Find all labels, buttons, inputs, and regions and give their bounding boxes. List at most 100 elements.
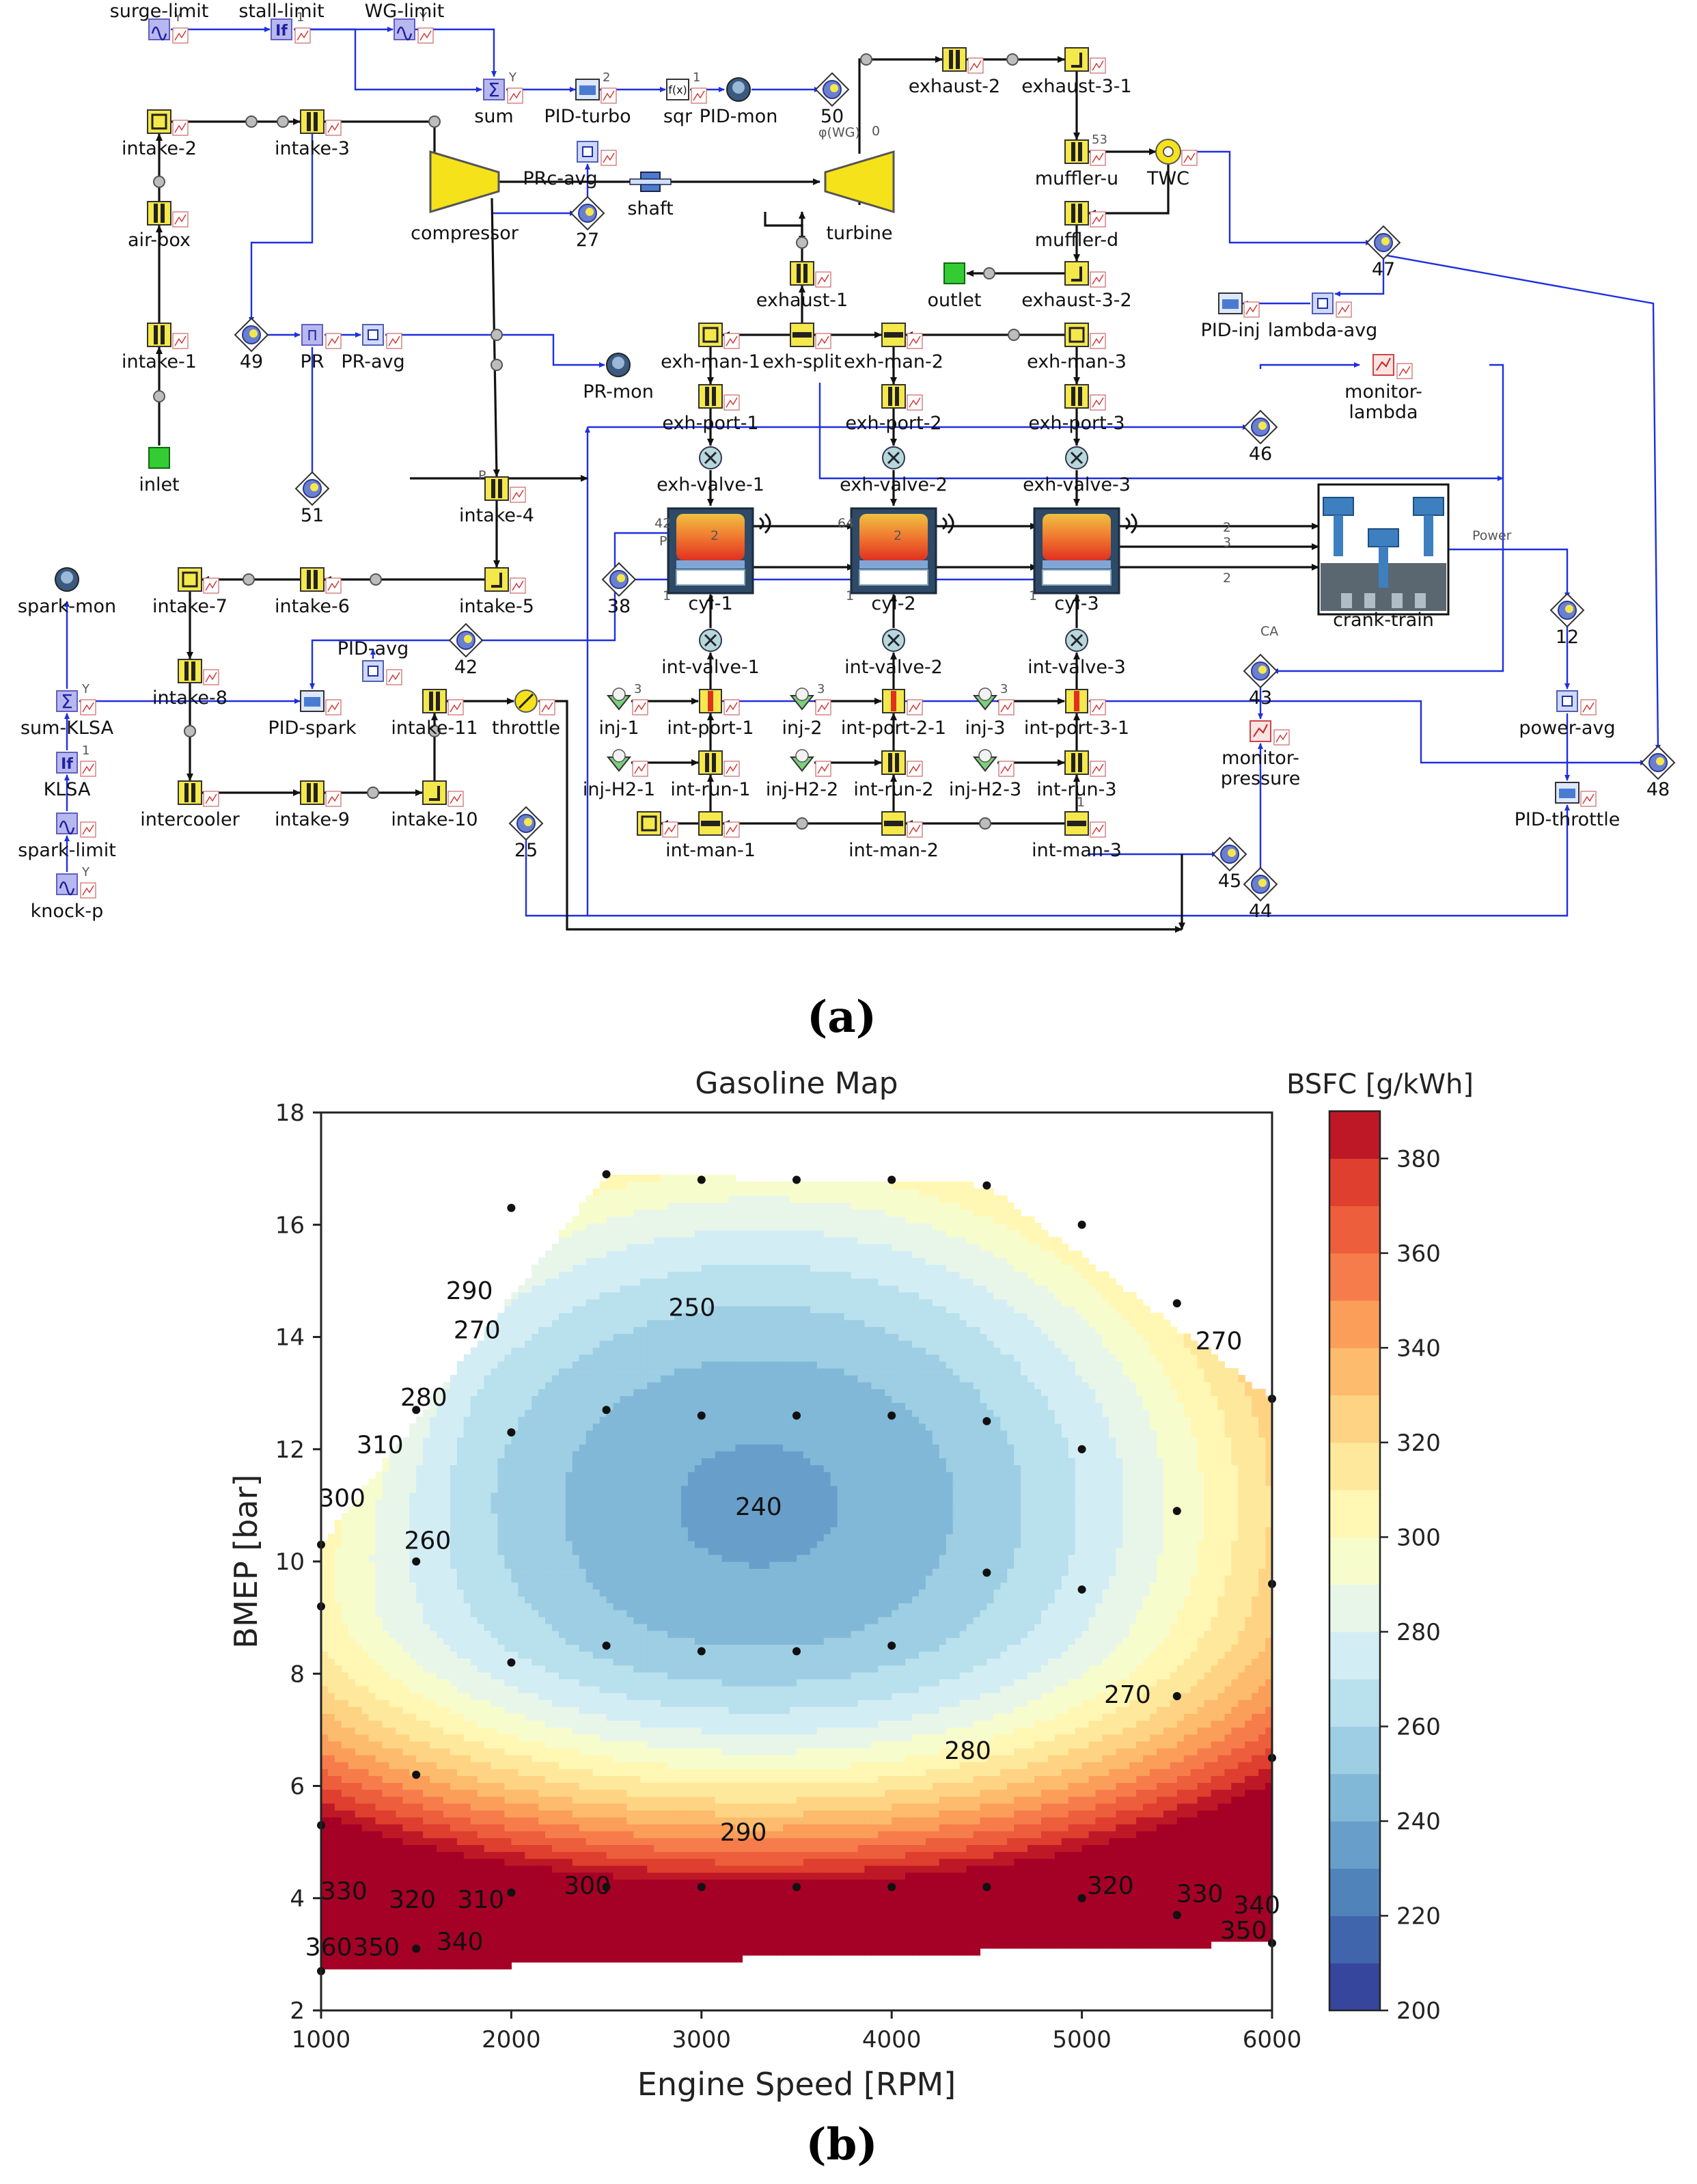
node-cyl-2[interactable]: cyl-2 (871, 593, 915, 614)
node-crank-train[interactable]: crank-train (1333, 610, 1434, 631)
node-s49[interactable]: 49 (234, 317, 269, 372)
node-inlet[interactable]: inlet (139, 447, 180, 495)
node-int-man-end[interactable] (637, 811, 678, 838)
node-s42[interactable]: 42 (448, 623, 484, 678)
node-s12[interactable]: 12 (1549, 592, 1585, 648)
node-int-valve-1[interactable]: int-valve-1 (661, 629, 760, 678)
node-spark-mon[interactable]: spark-mon (18, 567, 116, 617)
node-s50[interactable]: 50 (814, 72, 850, 127)
node-twc[interactable]: TWC (1146, 139, 1198, 189)
contour-cell (511, 1713, 519, 1721)
node-wg-limit[interactable]: YWG-limit (365, 1, 445, 44)
node-exh-man-1[interactable]: exh-man-1 (661, 323, 760, 372)
node-int-port-1[interactable]: int-port-1 (667, 689, 754, 739)
node-s27[interactable]: 27 (570, 195, 605, 251)
node-pid-mon[interactable]: PID-mon (700, 77, 778, 127)
node-exh-man-2[interactable]: exh-man-2 (844, 323, 943, 372)
node-pr-avg-top[interactable]: PRc-avg (523, 141, 617, 189)
node-intake-4[interactable]: intake-4 (459, 476, 534, 526)
node-shaft[interactable]: shaft (627, 172, 674, 219)
node-muffler-d[interactable]: muffler-d (1035, 201, 1118, 251)
node-inj-h2-2[interactable]: inj-H2-2 (766, 749, 838, 800)
node-cyl-1[interactable]: cyl-1 (688, 593, 732, 614)
node-intake-11[interactable]: intake-11 (391, 689, 478, 739)
node-int-valve-3[interactable]: int-valve-3 (1027, 629, 1126, 678)
node-exh-port-2[interactable]: exh-port-2 (845, 384, 942, 434)
node-exh-valve-1[interactable]: exh-valve-1 (657, 446, 764, 495)
node-intercooler[interactable]: intercooler (140, 780, 240, 830)
node-compressor[interactable]: compressor (411, 150, 519, 244)
node-int-man-1[interactable]: int-man-1 (665, 811, 756, 861)
node-int-man-3[interactable]: int-man-3 (1032, 811, 1122, 861)
node-power-avg[interactable]: power-avg (1519, 690, 1616, 739)
node-exh-man-3[interactable]: exh-man-3 (1027, 323, 1127, 372)
node-s38[interactable]: 38 (601, 562, 637, 617)
node-s25[interactable]: 25 (508, 806, 544, 861)
node-intake-10[interactable]: intake-10 (391, 780, 478, 830)
node-exh-split[interactable]: exh-split (762, 323, 842, 372)
node-exh-port-3[interactable]: exh-port-3 (1028, 384, 1125, 434)
node-int-port-2-1[interactable]: int-port-2-1 (841, 689, 946, 739)
node-exhaust-2[interactable]: exhaust-2 (909, 47, 1000, 97)
node-int-run-1[interactable]: int-run-1 (670, 750, 751, 800)
node-s48[interactable]: 48 (1640, 745, 1676, 800)
node-intake-7[interactable]: intake-7 (152, 567, 227, 617)
node-exhaust-3-2[interactable]: exhaust-3-2 (1021, 261, 1132, 311)
node-spark-limit[interactable]: spark-limit (18, 813, 116, 861)
node-s45[interactable]: 45 (1212, 836, 1247, 892)
node-pr-avg[interactable]: PR-avg (341, 324, 405, 372)
node-monitor-pressure[interactable]: monitor-pressure (1221, 720, 1301, 789)
node-cyl-3[interactable]: cyl-3 (1054, 593, 1099, 614)
node-intake-1[interactable]: intake-1 (122, 323, 197, 372)
node-pid-spark[interactable]: PID-spark (268, 690, 357, 739)
node-lambda-avg[interactable]: lambda-avg (1268, 292, 1378, 341)
node-s51[interactable]: 51 (294, 471, 330, 526)
node-inj-h2-3[interactable]: inj-H2-3 (949, 749, 1021, 800)
node-pid-throttle[interactable]: PID-throttle (1515, 782, 1620, 830)
node-int-run-2[interactable]: int-run-2 (853, 750, 934, 800)
node-s44[interactable]: 44 (1243, 866, 1278, 922)
node-intake-6[interactable]: intake-6 (275, 567, 350, 617)
node-pr-mon[interactable]: PR-mon (583, 353, 654, 402)
node-intake-3[interactable]: intake-3 (275, 109, 350, 159)
contour-cell (491, 1554, 499, 1562)
node-intake-2[interactable]: intake-2 (122, 109, 197, 159)
node-outlet[interactable]: outlet (928, 262, 982, 311)
node-s43[interactable]: 43 (1243, 653, 1278, 709)
node-int-run-3[interactable]: int-run-3 (1036, 750, 1117, 800)
node-pr[interactable]: ΠPR (300, 324, 342, 372)
node-pid-avg[interactable]: PID-avg (337, 638, 409, 685)
node-exh-port-1[interactable]: exh-port-1 (662, 384, 759, 434)
node-intake-9[interactable]: intake-9 (275, 780, 350, 830)
node-int-man-2[interactable]: int-man-2 (848, 811, 939, 861)
node-turbine[interactable]: turbine (824, 150, 895, 244)
node-inj-h2-1[interactable]: inj-H2-1 (583, 749, 655, 800)
node-exh-valve-3[interactable]: exh-valve-3 (1023, 446, 1131, 495)
node-exh-valve-2[interactable]: exh-valve-2 (840, 446, 948, 495)
node-intake-8[interactable]: intake-8 (152, 659, 227, 709)
node-monitor-lambda[interactable]: monitor-lambda (1344, 354, 1422, 423)
node-s46[interactable]: 46 (1243, 409, 1278, 465)
contour-cell (626, 1838, 634, 1846)
node-exhaust-1[interactable]: exhaust-1 (756, 261, 848, 311)
node-air-box[interactable]: air-box (128, 201, 191, 251)
node-pid-inj[interactable]: PID-inj (1201, 292, 1260, 341)
node-int-valve-2[interactable]: int-valve-2 (844, 629, 943, 678)
node-exhaust-3-1[interactable]: exhaust-3-1 (1021, 47, 1132, 97)
node-intake-5[interactable]: intake-5 (459, 567, 534, 617)
node-throttle[interactable]: throttle (492, 690, 560, 739)
node-s47[interactable]: 47 (1366, 225, 1401, 280)
node-int-port-3-1[interactable]: int-port-3-1 (1024, 689, 1129, 739)
